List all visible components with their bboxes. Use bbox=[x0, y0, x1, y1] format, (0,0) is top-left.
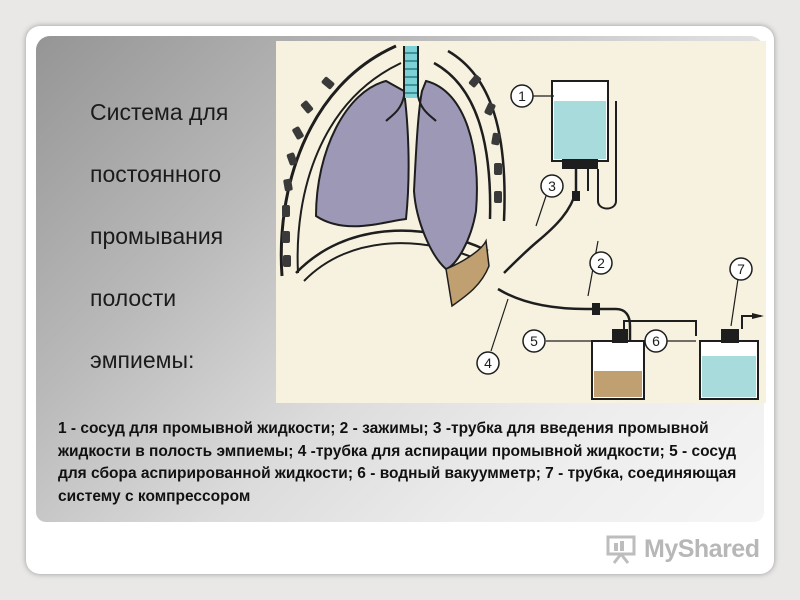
slide: Система для постоянного промывания полос… bbox=[36, 36, 766, 522]
label-3: 3 bbox=[540, 174, 564, 198]
empyema-fluid bbox=[445, 238, 490, 308]
title-line: Система для bbox=[90, 99, 229, 125]
empyema-lavage-diagram: 1 3 2 7 5 6 4 bbox=[276, 41, 766, 403]
label-4: 4 bbox=[476, 351, 500, 375]
slide-frame: Система для постоянного промывания полос… bbox=[26, 26, 774, 574]
svg-text:7: 7 bbox=[737, 261, 745, 277]
title-line: полости bbox=[90, 285, 177, 311]
chest-wall-inner bbox=[296, 62, 402, 274]
trachea bbox=[385, 46, 437, 122]
svg-text:3: 3 bbox=[548, 178, 556, 194]
left-lung bbox=[314, 79, 410, 228]
label-2: 2 bbox=[589, 251, 613, 275]
svg-text:2: 2 bbox=[597, 255, 605, 271]
label-5: 5 bbox=[522, 329, 546, 353]
label-1: 1 bbox=[510, 84, 534, 108]
watermark: MyShared bbox=[606, 534, 760, 564]
label-6: 6 bbox=[644, 329, 668, 353]
title-line: эмпиемы: bbox=[90, 347, 195, 373]
clamp-upper bbox=[572, 191, 580, 201]
watermark-text: MyShared bbox=[644, 534, 760, 563]
diagram-svg: 1 3 2 7 5 6 4 bbox=[279, 44, 764, 400]
svg-text:6: 6 bbox=[652, 333, 660, 349]
slide-title: Система для постоянного промывания полос… bbox=[90, 66, 280, 407]
svg-text:4: 4 bbox=[484, 355, 492, 371]
chest-wall-outer bbox=[279, 44, 397, 277]
svg-text:1: 1 bbox=[518, 88, 526, 104]
ribs bbox=[282, 76, 335, 267]
clamp-lower bbox=[592, 303, 600, 315]
title-line: промывания bbox=[90, 223, 224, 249]
svg-text:5: 5 bbox=[530, 333, 538, 349]
presentation-board-icon bbox=[606, 535, 636, 564]
diagram-legend: 1 - сосуд для промывной жидкости; 2 - за… bbox=[58, 420, 737, 505]
label-7: 7 bbox=[729, 257, 753, 281]
title-line: постоянного bbox=[90, 161, 222, 187]
